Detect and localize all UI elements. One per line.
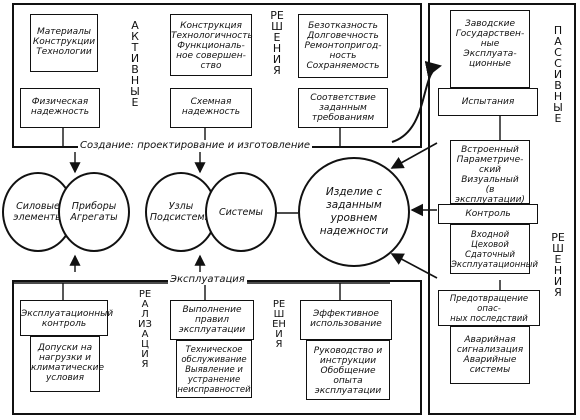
maintenance-text: Техническое обслуживание Выявление и уст…	[177, 345, 251, 395]
reliability-props-text: Безотказность Долговечность Ремонтоприго…	[304, 21, 382, 71]
decisions-label-bottom: РЕШЕНИЯ	[272, 299, 286, 350]
compliance-text: Соответствие заданным требованиям	[310, 93, 376, 123]
decisions-label-right: РЕШЕНИЯ	[551, 231, 565, 299]
passive-label: ПАССИВНЫЕ	[553, 24, 563, 125]
exploitation-control-text: Эксплуатационный контроль	[21, 309, 114, 329]
realization-label: РЕАЛИЗАЦИЯ	[138, 289, 152, 370]
control-stages-text: Входной Цеховой Сдаточный Эксплуатационн…	[451, 230, 538, 270]
tests-types-text: Заводские Государствен- ные Эксплуата- ц…	[455, 19, 525, 69]
passive-frame	[428, 3, 576, 415]
physical-reliability-text: Физическая надежность	[30, 97, 90, 117]
emergency-box: Аварийная сигнализация Аварийные системы	[450, 326, 530, 384]
control-types-box: Встроенный Параметриче- ский Визуальный …	[450, 140, 530, 205]
active-label: АКТИВНЫЕ	[130, 19, 140, 109]
control-stages-box: Входной Цеховой Сдаточный Эксплуатационн…	[450, 224, 538, 274]
control-text: Контроль	[465, 209, 511, 219]
circle-devices-units: Приборы Агрегаты	[58, 172, 130, 252]
rules-text: Выполнение правил эксплуатации	[178, 305, 246, 335]
tests-text: Испытания	[461, 97, 515, 107]
control-types-text: Встроенный Параметриче- ский Визуальный …	[455, 145, 525, 205]
tests-types-box: Заводские Государствен- ные Эксплуата- ц…	[450, 10, 530, 88]
guidance-text: Руководство и инструкции Обобщение опыта…	[313, 346, 383, 396]
maintenance-box: Техническое обслуживание Выявление и уст…	[176, 340, 252, 398]
control-box: Контроль	[438, 204, 538, 224]
emergency-text: Аварийная сигнализация Аварийные системы	[456, 335, 524, 375]
materials-box: Материалы Конструкции Технологии	[30, 14, 98, 72]
effective-use-box: Эффективное использование	[300, 300, 392, 340]
tests-box: Испытания	[438, 88, 538, 116]
compliance-box: Соответствие заданным требованиям	[298, 88, 388, 128]
schematic-reliability-box: Схемная надежность	[170, 88, 252, 128]
creation-caption: Создание: проектирование и изготовление	[78, 140, 313, 151]
prevention-box: Предотвращение опас- ных последствий отк…	[438, 290, 540, 334]
construction-text: Конструкция Технологичность Функциональ-…	[171, 21, 253, 71]
circle-systems: Системы	[205, 172, 277, 252]
guidance-box: Руководство и инструкции Обобщение опыта…	[306, 340, 390, 400]
tolerances-box: Допуски на нагрузки и климатические усло…	[30, 336, 105, 392]
exploitation-caption: Эксплуатация	[168, 274, 247, 285]
schematic-reliability-text: Схемная надежность	[181, 97, 241, 117]
construction-box: Конструкция Технологичность Функциональ-…	[170, 14, 253, 76]
decisions-label-top: РЕШЕНИЯ	[270, 9, 284, 77]
exploitation-control-box: Эксплуатационный контроль	[20, 300, 114, 336]
physical-reliability-box: Физическая надежность	[20, 88, 100, 128]
rules-box: Выполнение правил эксплуатации	[170, 300, 254, 340]
reliability-props-box: Безотказность Долговечность Ремонтоприго…	[298, 14, 388, 78]
materials-text: Материалы Конструкции Технологии	[32, 27, 96, 57]
tolerances-text: Допуски на нагрузки и климатические усло…	[31, 343, 105, 383]
circle-nodes-subsystems: Узлы Подсистемы	[145, 172, 217, 252]
effective-use-text: Эффективное использование	[310, 309, 382, 329]
circle-product: Изделие с заданным уровнем надежности	[298, 157, 410, 267]
